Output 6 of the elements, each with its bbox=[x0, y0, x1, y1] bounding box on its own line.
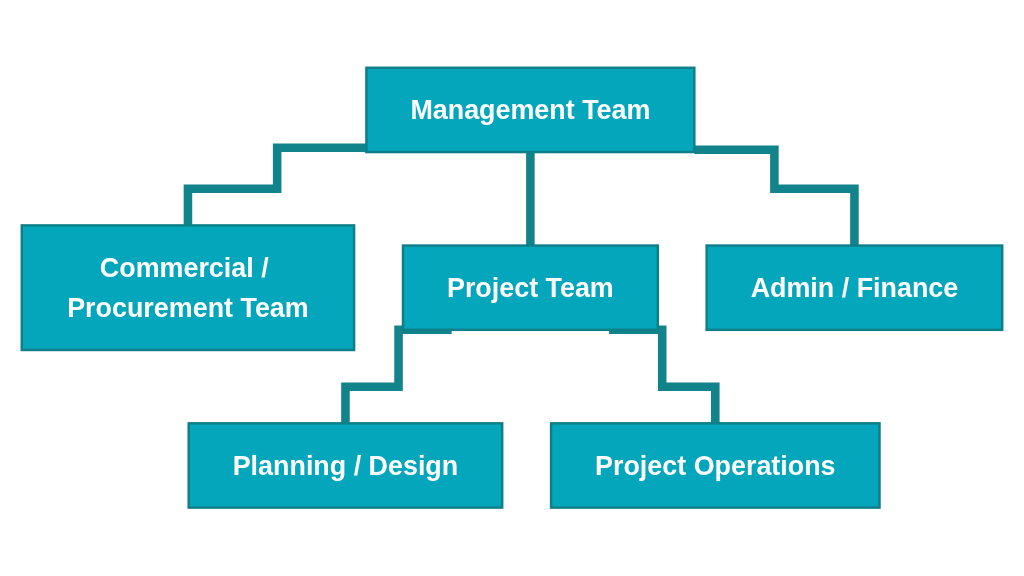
node-box: Commercial / Procurement Team bbox=[20, 224, 356, 352]
node-box: Planning / Design bbox=[187, 422, 504, 510]
node-box: Project Operations bbox=[549, 422, 881, 510]
node-box: Management Team bbox=[365, 66, 696, 154]
node-box: Project Team bbox=[401, 244, 659, 332]
node-box: Admin / Finance bbox=[705, 244, 1004, 332]
